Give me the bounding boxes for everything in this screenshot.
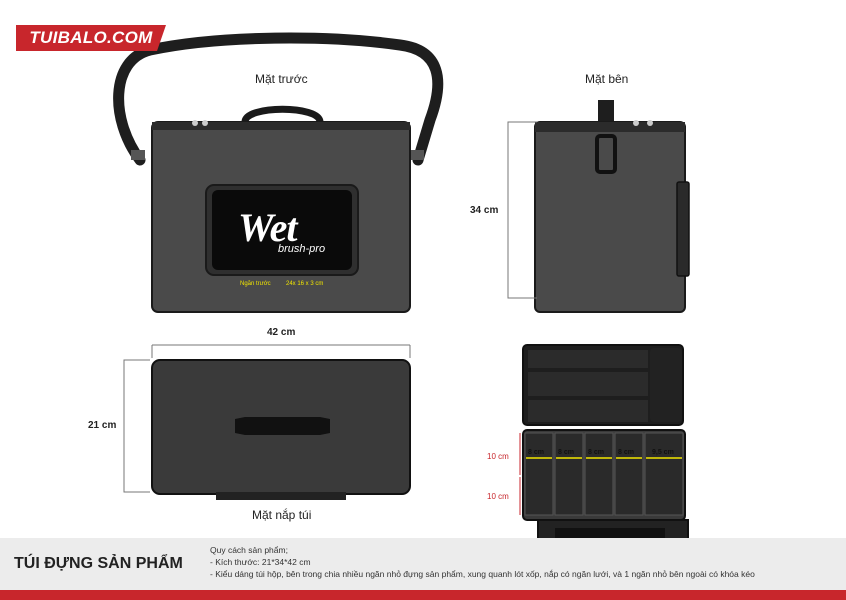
compartment-upper-label: 10 cm [487, 452, 509, 461]
height-dim-label: 34 cm [470, 205, 499, 216]
slot-label-4: 8 cm [618, 449, 634, 456]
front-pocket-label: Ngăn trước 24x 16 x 3 cm [240, 281, 323, 287]
side-pocket [676, 181, 690, 277]
footer-band [0, 538, 846, 590]
logo-panel [212, 190, 352, 270]
spec-heading: Quy cách sản phẩm; [210, 545, 288, 555]
slot-label-3: 8 cm [588, 449, 604, 456]
product-title: TÚI ĐỰNG SẢN PHẨM [14, 555, 183, 572]
lid-base [216, 492, 346, 500]
brand-banner: TUIBALO.COM [16, 25, 166, 51]
slot-label-2: 8 cm [558, 449, 574, 456]
width-dim-label: 42 cm [267, 327, 296, 338]
spec-line-2: - Kiểu dáng túi hộp, bên trong chia nhiề… [210, 569, 755, 579]
spec-line-1: - Kích thước: 21*34*42 cm [210, 557, 311, 567]
lid-view-label: Mặt nắp túi [252, 508, 312, 522]
top-handle [241, 105, 324, 124]
side-buckle [595, 134, 617, 174]
side-zipper-band [535, 122, 685, 132]
side-strap-top [598, 100, 614, 124]
shoulder-strap [113, 32, 444, 166]
lid-handle [235, 417, 330, 435]
front-view-label: Mặt trước [255, 72, 308, 86]
depth-dim-label: 21 cm [88, 420, 117, 431]
height-dim-line [507, 121, 537, 299]
front-zipper-band [152, 122, 410, 130]
compartments [524, 432, 684, 516]
front-pocket-size: 24x 16 x 3 cm [285, 281, 324, 287]
footer-red-bar [0, 590, 846, 600]
side-view-label: Mặt bên [585, 72, 629, 86]
depth-dim-line [123, 359, 150, 493]
strap-clip-left [131, 150, 145, 160]
front-pocket-name: Ngăn trước [240, 281, 271, 287]
strap-clip-right [410, 150, 424, 160]
side-bag-body [534, 121, 686, 313]
compartment-lower-label: 10 cm [487, 492, 509, 501]
slot-label-1: 8 cm [528, 449, 544, 456]
logo-main: Wet [238, 205, 297, 250]
slot-label-5: 9,5 cm [652, 449, 674, 456]
logo-sub: brush-pro [278, 243, 326, 255]
